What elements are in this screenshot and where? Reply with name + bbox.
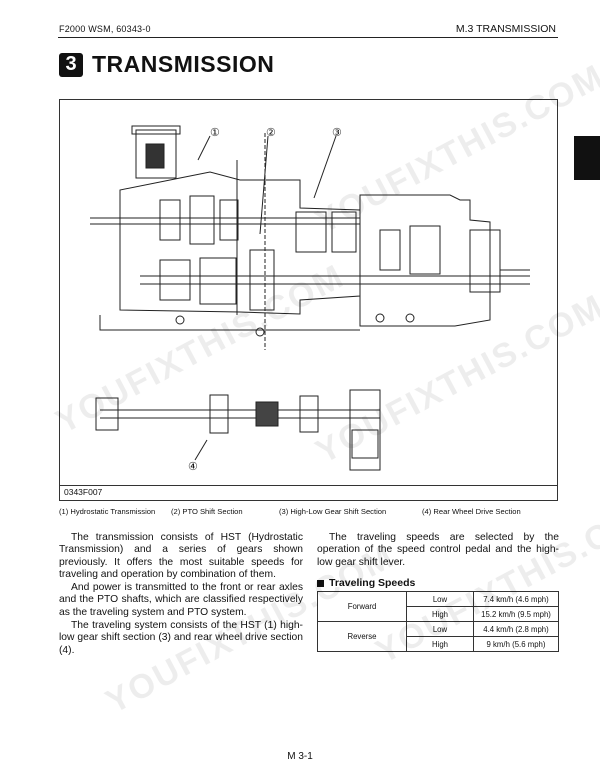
- left-column: The transmission consists of HST (Hydros…: [59, 532, 303, 658]
- speed-value-cell: 9 km/h (5.6 mph): [473, 636, 559, 652]
- callout-3: ③: [332, 127, 342, 139]
- page-footer: M 3-1: [287, 751, 313, 762]
- header-rule: [58, 37, 558, 38]
- table-row: High 15.2 km/h (9.5 mph): [318, 606, 559, 622]
- right-paragraph: The traveling speeds are selected by the…: [317, 532, 559, 568]
- transmission-figure: ① ② ③ ④ 0343F007: [59, 99, 558, 501]
- caption-3: (3) High-Low Gear Shift Section: [279, 507, 387, 516]
- left-paragraph-2: And power is transmitted to the front or…: [59, 582, 303, 618]
- table-row: High 9 km/h (5.6 mph): [318, 636, 559, 652]
- side-index-tab: [574, 136, 600, 180]
- caption-1: (1) Hydrostatic Transmission: [59, 507, 156, 516]
- page-header-left: F2000 WSM, 60343-0: [59, 24, 151, 34]
- traveling-speeds-title: Traveling Speeds: [329, 577, 416, 589]
- figure-captions: (1) Hydrostatic Transmission (2) PTO Shi…: [59, 507, 559, 516]
- callout-4: ④: [188, 461, 198, 473]
- left-paragraph-1: The transmission consists of HST (Hydros…: [59, 532, 303, 580]
- traveling-speeds-heading: Traveling Speeds: [317, 577, 415, 589]
- square-bullet-icon: [317, 579, 324, 587]
- left-paragraph-3: The traveling system consists of the HST…: [59, 620, 303, 656]
- section-number-badge: 3: [59, 52, 83, 77]
- direction-cell: Forward: [317, 591, 407, 622]
- range-label-cell: High: [406, 606, 474, 622]
- section-title: 3 TRANSMISSION: [59, 51, 274, 78]
- range-label-cell: Low: [406, 591, 474, 607]
- speed-value-cell: 15.2 km/h (9.5 mph): [473, 606, 559, 622]
- range-label-cell: High: [406, 636, 474, 652]
- speed-value-cell: 7.4 km/h (4.6 mph): [473, 591, 559, 607]
- section-title-text: TRANSMISSION: [92, 51, 275, 77]
- caption-4: (4) Rear Wheel Drive Section: [422, 507, 521, 516]
- figure-code: 0343F007: [64, 487, 103, 497]
- callout-1: ①: [210, 127, 220, 139]
- speed-value-cell: 4.4 km/h (2.8 mph): [473, 621, 559, 637]
- page-header-right: M.3 TRANSMISSION: [455, 23, 556, 35]
- traveling-speeds-table: Forward Low 7.4 km/h (4.6 mph) High 15.2…: [317, 591, 559, 652]
- transmission-drawing: ① ② ③ ④: [90, 125, 530, 473]
- table-row: Forward Low 7.4 km/h (4.6 mph): [317, 591, 559, 622]
- right-column: The traveling speeds are selected by the…: [317, 532, 559, 569]
- figure-rule: [60, 485, 557, 486]
- range-label-cell: Low: [406, 621, 474, 637]
- table-row: Reverse Low 4.4 km/h (2.8 mph): [317, 621, 559, 652]
- caption-2: (2) PTO Shift Section: [171, 507, 243, 516]
- callout-2: ②: [266, 127, 276, 139]
- direction-cell: Reverse: [317, 621, 407, 652]
